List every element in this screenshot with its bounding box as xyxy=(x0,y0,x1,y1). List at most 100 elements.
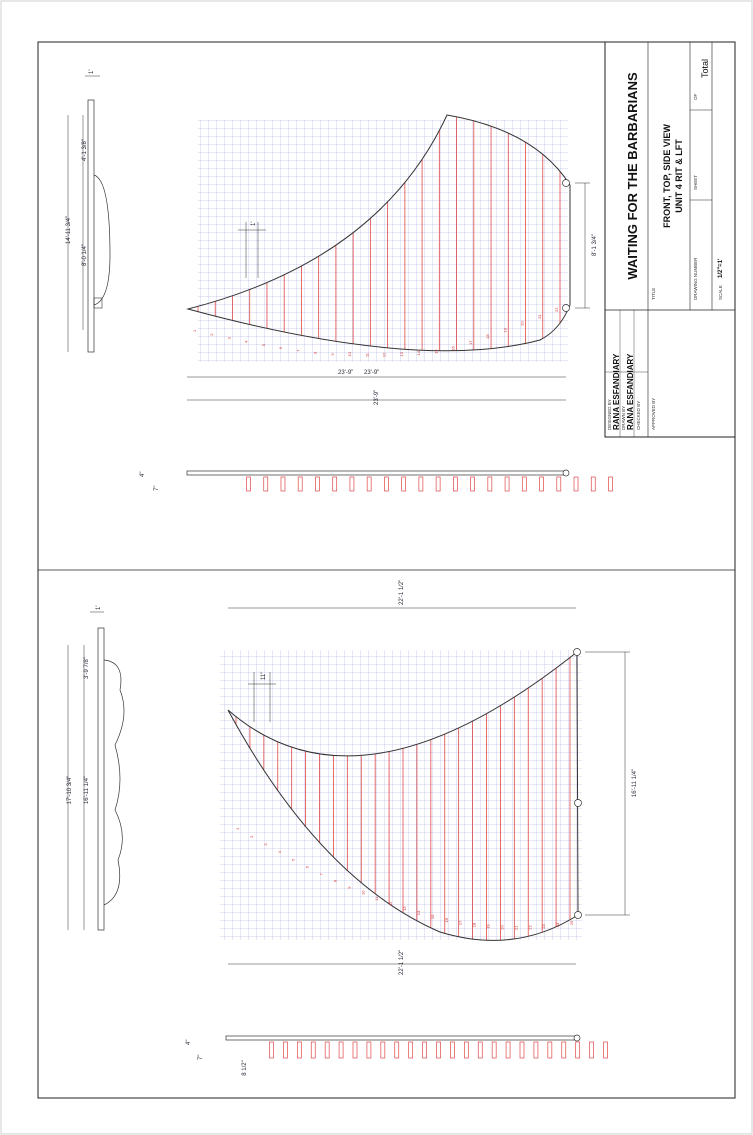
bottom-rib-number: 18 xyxy=(472,922,477,927)
bottom-plan-rib xyxy=(547,1041,553,1059)
bottom-rib-number: 25 xyxy=(569,920,574,925)
top-rib-number: 19 xyxy=(502,327,507,332)
top-rib-number: 8 xyxy=(313,351,318,354)
bottom-rib-number: 24 xyxy=(555,922,560,927)
bottom-plan-rib xyxy=(477,1041,483,1059)
bottom-rib-number: 13 xyxy=(402,906,407,911)
bottom-width: 22'-1 1/2" xyxy=(399,950,405,975)
top-rib-number: 1 xyxy=(192,329,197,332)
top-width-3: 23'-9" xyxy=(374,390,380,405)
top-thickness-2: 7" xyxy=(154,486,160,491)
bottom-side-dim-4: 17'-10 3/4" xyxy=(67,776,73,805)
top-rib-number: 6 xyxy=(278,346,283,349)
bottom-side-dim-3: 16'-11 1/4" xyxy=(84,776,90,804)
top-width-2: 23'-9" xyxy=(338,370,353,376)
top-plan-rib xyxy=(384,476,389,492)
bottom-side-view: 1' 3'-9 7/8" 16'-11 1/4" 17'-10 3/4" xyxy=(67,606,125,931)
top-rib-number: 12 xyxy=(382,352,387,357)
bottom-rib-number: 1 xyxy=(235,827,240,830)
bottom-rib-number: 16 xyxy=(444,917,449,922)
top-plan-rib xyxy=(418,476,424,492)
top-rib-number: 17 xyxy=(468,340,473,345)
bottom-rib-number: 11 xyxy=(374,896,379,901)
top-hinge-2 xyxy=(562,304,570,312)
bottom-hinge-1 xyxy=(573,648,581,656)
top-rib-number: 22 xyxy=(554,307,559,312)
top-side-dim-3: 8'-0 1/4" xyxy=(82,244,88,266)
top-plan-rib xyxy=(263,476,269,492)
top-plan-rib xyxy=(521,476,527,492)
bottom-plan-rib xyxy=(505,1041,511,1059)
bottom-plan-rib xyxy=(575,1041,581,1059)
bottom-hinge-3 xyxy=(574,911,582,919)
bottom-top-width: 22'-1 1/2" xyxy=(399,580,405,605)
top-rib-spacing: 1' xyxy=(251,222,257,226)
bottom-plan-rib xyxy=(450,1041,455,1059)
bottom-rib-number: 10 xyxy=(360,890,365,895)
bottom-plan-rib xyxy=(310,1041,316,1059)
top-side-dim-4: 14'-11 3/4" xyxy=(66,216,72,244)
drawn-by-label: DRAWN BY xyxy=(621,406,626,430)
bottom-plan-rib xyxy=(491,1041,497,1059)
bottom-plan-rib xyxy=(269,1041,274,1059)
top-plan-rib xyxy=(349,476,355,492)
top-plan-rib xyxy=(539,476,544,492)
bottom-plan-rib xyxy=(366,1041,372,1059)
bottom-hinge-2 xyxy=(574,799,582,807)
bottom-rib-number: 5 xyxy=(291,858,296,861)
bottom-side-dim-1: 1' xyxy=(96,606,102,610)
top-plan-bar xyxy=(186,470,568,476)
top-panel: 1' 4'-1 3/8" 8'-0 1/4" 14'-11 3/4" 12345… xyxy=(66,70,613,492)
bottom-plan-rib xyxy=(519,1041,525,1059)
top-width-1: 23'-9" xyxy=(364,370,379,376)
bottom-rib-number: 23 xyxy=(541,924,546,929)
top-grid xyxy=(198,120,568,362)
bottom-plan-rib xyxy=(296,1041,302,1059)
bottom-rib-number: 15 xyxy=(430,914,435,919)
top-plan-rib xyxy=(453,476,458,492)
unit-title: UNIT 4 RIT & LFT xyxy=(674,139,684,213)
title-label: TITLE xyxy=(651,288,656,300)
bottom-rib-number: 21 xyxy=(513,925,518,930)
bottom-plan-rib xyxy=(352,1041,358,1059)
top-hinge-1 xyxy=(562,179,570,187)
designed-by-name: RANA ESFANDIARY xyxy=(612,353,621,430)
bottom-panel: 1' 3'-9 7/8" 16'-11 1/4" 17'-10 3/4" 22'… xyxy=(67,580,638,1076)
top-plan-rib xyxy=(487,476,493,492)
top-rib-number: 18 xyxy=(485,334,490,339)
checked-by-label: CHECKED BY xyxy=(636,401,641,430)
top-plan-rib xyxy=(280,476,286,492)
approved-by-label: APPROVED BY xyxy=(651,398,656,430)
bottom-plan-rib xyxy=(283,1041,288,1059)
top-rib-number: 4 xyxy=(244,340,249,343)
top-rib-number: 13 xyxy=(399,351,404,356)
bottom-plan-rib xyxy=(533,1041,539,1059)
bottom-plan-rib xyxy=(408,1041,414,1059)
drawing-frame xyxy=(37,41,736,1099)
top-plan-rib xyxy=(573,476,579,492)
title-block: WAITING FOR THE BARBARIANS TITLE FRONT, … xyxy=(604,41,736,438)
designed-by-label: DESIGNED BY xyxy=(607,399,612,430)
bottom-plan-rib xyxy=(561,1041,567,1059)
top-plan-rib xyxy=(504,476,510,492)
bottom-plan-ribs xyxy=(269,1041,608,1059)
top-side-dim-2: 4'-1 3/8" xyxy=(82,139,88,161)
scale-value: 1/2"=1' xyxy=(718,258,724,278)
top-plan-rib xyxy=(297,476,303,492)
bottom-rib-number: 17 xyxy=(458,920,463,925)
top-side-dim-1: 1' xyxy=(89,70,95,74)
bottom-rib-number: 2 xyxy=(249,835,254,838)
bottom-rib-number: 20 xyxy=(499,924,504,929)
top-plan-rib xyxy=(590,476,596,492)
bottom-rib-number: 4 xyxy=(277,850,282,853)
bottom-rib-number: 12 xyxy=(388,901,393,906)
bottom-plan-rib xyxy=(380,1041,386,1059)
top-rib-number: 3 xyxy=(226,336,231,339)
top-rib-number: 9 xyxy=(330,352,335,355)
bottom-plan-rib xyxy=(422,1041,427,1059)
top-rib-number: 2 xyxy=(209,333,214,336)
